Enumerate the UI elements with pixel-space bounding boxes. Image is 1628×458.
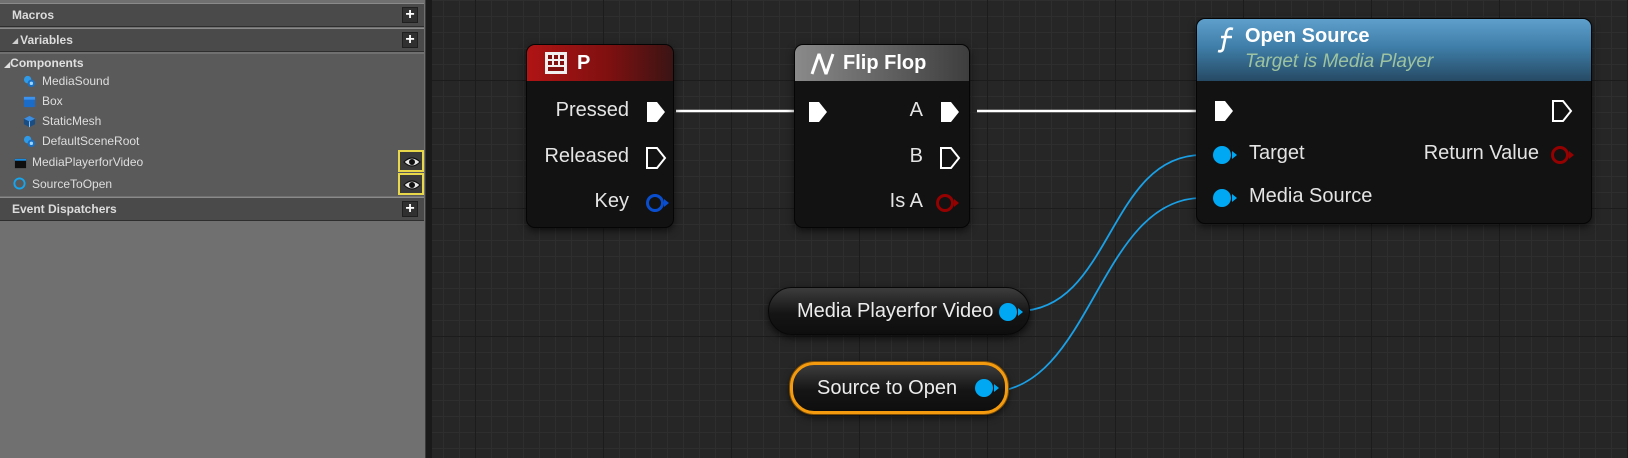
component-label: Box [42,94,63,108]
object-pin-output[interactable] [973,376,1001,400]
exec-pin-input[interactable] [1213,99,1239,123]
object-pin-output[interactable] [997,300,1025,324]
event-dispatchers-section-header[interactable]: Event Dispatchers + [0,197,424,221]
exec-pin-a[interactable] [939,100,961,124]
visibility-toggle-mediaplayer[interactable] [398,150,424,172]
variable-node-label: Media Playerfor Video [797,300,994,322]
bool-pin-return-value[interactable] [1549,143,1577,167]
components-category[interactable]: ◢Components [0,56,424,70]
object-pin-target[interactable] [1211,143,1239,167]
components-label: Components [10,56,84,70]
pin-label-a: A [909,99,923,121]
node-title: Flip Flop [843,52,927,74]
event-graph-canvas[interactable]: P Pressed Released Key Flip Flop [432,0,1628,458]
macros-label: Macros [12,8,55,22]
variables-section-header[interactable]: ◢Variables + [0,28,424,52]
media-sound-icon [23,75,36,88]
variable-circle-icon [13,177,26,190]
node-subtitle: Target is Media Player [1245,51,1434,72]
keyboard-icon [545,52,567,74]
pin-label-media-source: Media Source [1249,185,1373,207]
eye-icon [403,180,421,190]
component-label: StaticMesh [42,114,102,128]
box-icon [23,96,36,108]
pin-label-released: Released [544,145,629,167]
collapse-triangle-icon[interactable]: ◢ [12,36,19,45]
bool-pin-is-a[interactable] [935,191,961,215]
component-item-mediasound[interactable]: MediaSound [0,71,400,91]
exec-pin-pressed[interactable] [645,100,667,124]
my-blueprint-panel: Macros + ◢Variables + ◢Components MediaS… [0,0,426,458]
pin-label-b: B [909,145,923,167]
static-mesh-icon [23,115,36,128]
component-item-staticmesh[interactable]: StaticMesh [0,111,400,131]
visibility-toggle-sourcetoopen[interactable] [398,173,424,195]
component-item-defaultsceneroot[interactable]: DefaultSceneRoot [0,131,400,151]
component-item-box[interactable]: Box [0,91,400,111]
variables-list [0,54,424,196]
exec-pin-output[interactable] [1551,99,1577,123]
eye-icon [403,157,421,167]
key-event-node-p[interactable]: P Pressed Released Key [526,44,674,228]
component-label: MediaSound [42,74,110,88]
collapse-triangle-icon[interactable]: ◢ [4,60,11,69]
exec-pin-released[interactable] [645,146,667,170]
component-label: DefaultSceneRoot [42,134,140,148]
struct-pin-key[interactable] [645,191,671,215]
variable-label: MediaPlayerforVideo [32,155,144,169]
node-title: Open Source [1245,25,1370,47]
variable-label: SourceToOpen [32,177,113,191]
event-dispatchers-label: Event Dispatchers [12,202,117,216]
node-header[interactable]: Open Source Target is Media Player [1197,19,1591,81]
exec-pin-input[interactable] [807,100,833,124]
variables-label: Variables [20,33,73,47]
pin-label-target: Target [1249,142,1305,164]
open-source-function-node[interactable]: Open Source Target is Media Player Targe… [1196,18,1592,224]
pin-label-is-a: Is A [889,190,923,212]
node-header[interactable]: Flip Flop [795,45,969,81]
macros-section-header[interactable]: Macros + [0,3,424,27]
pin-label-return-value: Return Value [1423,142,1539,164]
add-event-dispatcher-button[interactable]: + [402,201,418,217]
add-variable-button[interactable]: + [402,32,418,48]
get-source-to-open-variable-node[interactable]: Source to Open [790,362,1008,414]
variable-item-sourcetoopen[interactable]: SourceToOpen [0,174,400,194]
object-wire-mediaplayer-to-target [1017,154,1203,312]
scene-root-icon [23,135,36,148]
object-wire-source-to-mediasource [987,197,1203,393]
panel-splitter[interactable] [426,0,432,458]
media-player-icon [14,158,27,169]
pin-label-key: Key [594,190,629,212]
node-title: P [577,52,591,74]
graph-wires [676,109,1203,393]
flow-control-icon [810,53,835,75]
get-media-player-variable-node[interactable]: Media Playerfor Video [768,287,1030,335]
exec-pin-b[interactable] [939,146,961,170]
variable-item-mediaplayerforvideo[interactable]: MediaPlayerforVideo [0,152,400,172]
function-icon [1217,27,1234,53]
flip-flop-node[interactable]: Flip Flop A B Is A [794,44,970,228]
object-pin-media-source[interactable] [1211,186,1239,210]
add-macro-button[interactable]: + [402,7,418,23]
pin-label-pressed: Pressed [555,99,629,121]
variable-node-label: Source to Open [817,377,958,399]
